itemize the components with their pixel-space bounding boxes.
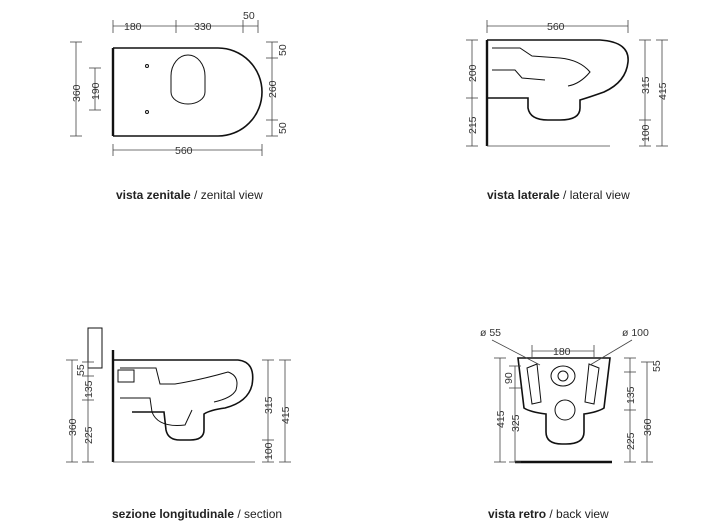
- section-inlet: [117, 369, 135, 383]
- dim-label: 50: [277, 44, 289, 56]
- dim-label: ø 100: [622, 327, 649, 339]
- dim-label: 360: [67, 418, 79, 436]
- dim-label: 100: [640, 124, 652, 142]
- lateral-inner-line: [492, 47, 591, 87]
- dim-label: 560: [547, 21, 565, 33]
- dim-label: 325: [510, 414, 522, 432]
- dim-label: 415: [495, 410, 507, 428]
- dim-label: 215: [467, 116, 479, 134]
- dim-label: 360: [642, 418, 654, 436]
- zenital-fixing-hole: [145, 64, 149, 68]
- dim-label: 560: [175, 145, 193, 157]
- caption-section: sezione longitudinale / section: [112, 507, 282, 521]
- lateral-inner-line: [492, 69, 546, 81]
- dim-label: 360: [71, 84, 83, 102]
- dim-label: 55: [651, 360, 663, 372]
- zenital-fixing-hole: [145, 110, 149, 114]
- section-pipe: [87, 327, 103, 369]
- back-fixing-slot: [584, 363, 600, 405]
- lateral-view: 560 200 215 315 100 415 vista laterale /…: [466, 20, 669, 202]
- dim-label: 225: [83, 426, 95, 444]
- zenital-bowl-outline: [113, 47, 263, 137]
- dim-label: 225: [625, 432, 637, 450]
- dim-label: 90: [503, 372, 515, 384]
- caption-lateral: vista laterale / lateral view: [487, 188, 630, 202]
- section-trap: [120, 397, 193, 426]
- caption-zenital: vista zenitale / zenital view: [116, 188, 263, 202]
- dim-label: 415: [657, 82, 669, 100]
- dim-label: 330: [194, 21, 212, 33]
- dim-label: 200: [467, 64, 479, 82]
- section-view: 360 55 135 225 315 100 415 sezione longi…: [66, 327, 292, 521]
- dim-label: ø 55: [480, 327, 501, 339]
- dim-label: 180: [553, 346, 571, 358]
- back-inlet-ellipse: [550, 365, 576, 387]
- back-outlet-ellipse: [554, 399, 576, 421]
- back-bowl-outline: [517, 357, 611, 445]
- dim-label: 260: [267, 80, 279, 98]
- section-bowl-outline: [113, 359, 254, 441]
- zenital-seat-opening: [170, 54, 206, 105]
- section-inner-line: [120, 367, 238, 403]
- back-inlet-ellipse: [557, 370, 569, 382]
- back-fixing-slot: [526, 363, 542, 405]
- dim-label: 415: [280, 406, 292, 424]
- dim-label: 135: [625, 386, 637, 404]
- dim-label: 50: [277, 122, 289, 134]
- back-view: ø 55 ø 100 180 415 90 325 55 135 225 360…: [480, 327, 663, 521]
- dim-label: 315: [263, 396, 275, 414]
- dim-label: 190: [90, 82, 102, 100]
- dim-label: 100: [263, 442, 275, 460]
- dim-label: 55: [75, 364, 87, 376]
- zenital-view: 180 330 50 360 190 50 260 50 560 vista z…: [70, 10, 289, 202]
- dim-label: 135: [83, 380, 95, 398]
- dim-label: 315: [640, 76, 652, 94]
- dim-label: 180: [124, 21, 142, 33]
- dim-label: 50: [243, 10, 255, 22]
- caption-back: vista retro / back view: [488, 507, 609, 521]
- lateral-bowl-outline: [487, 39, 629, 121]
